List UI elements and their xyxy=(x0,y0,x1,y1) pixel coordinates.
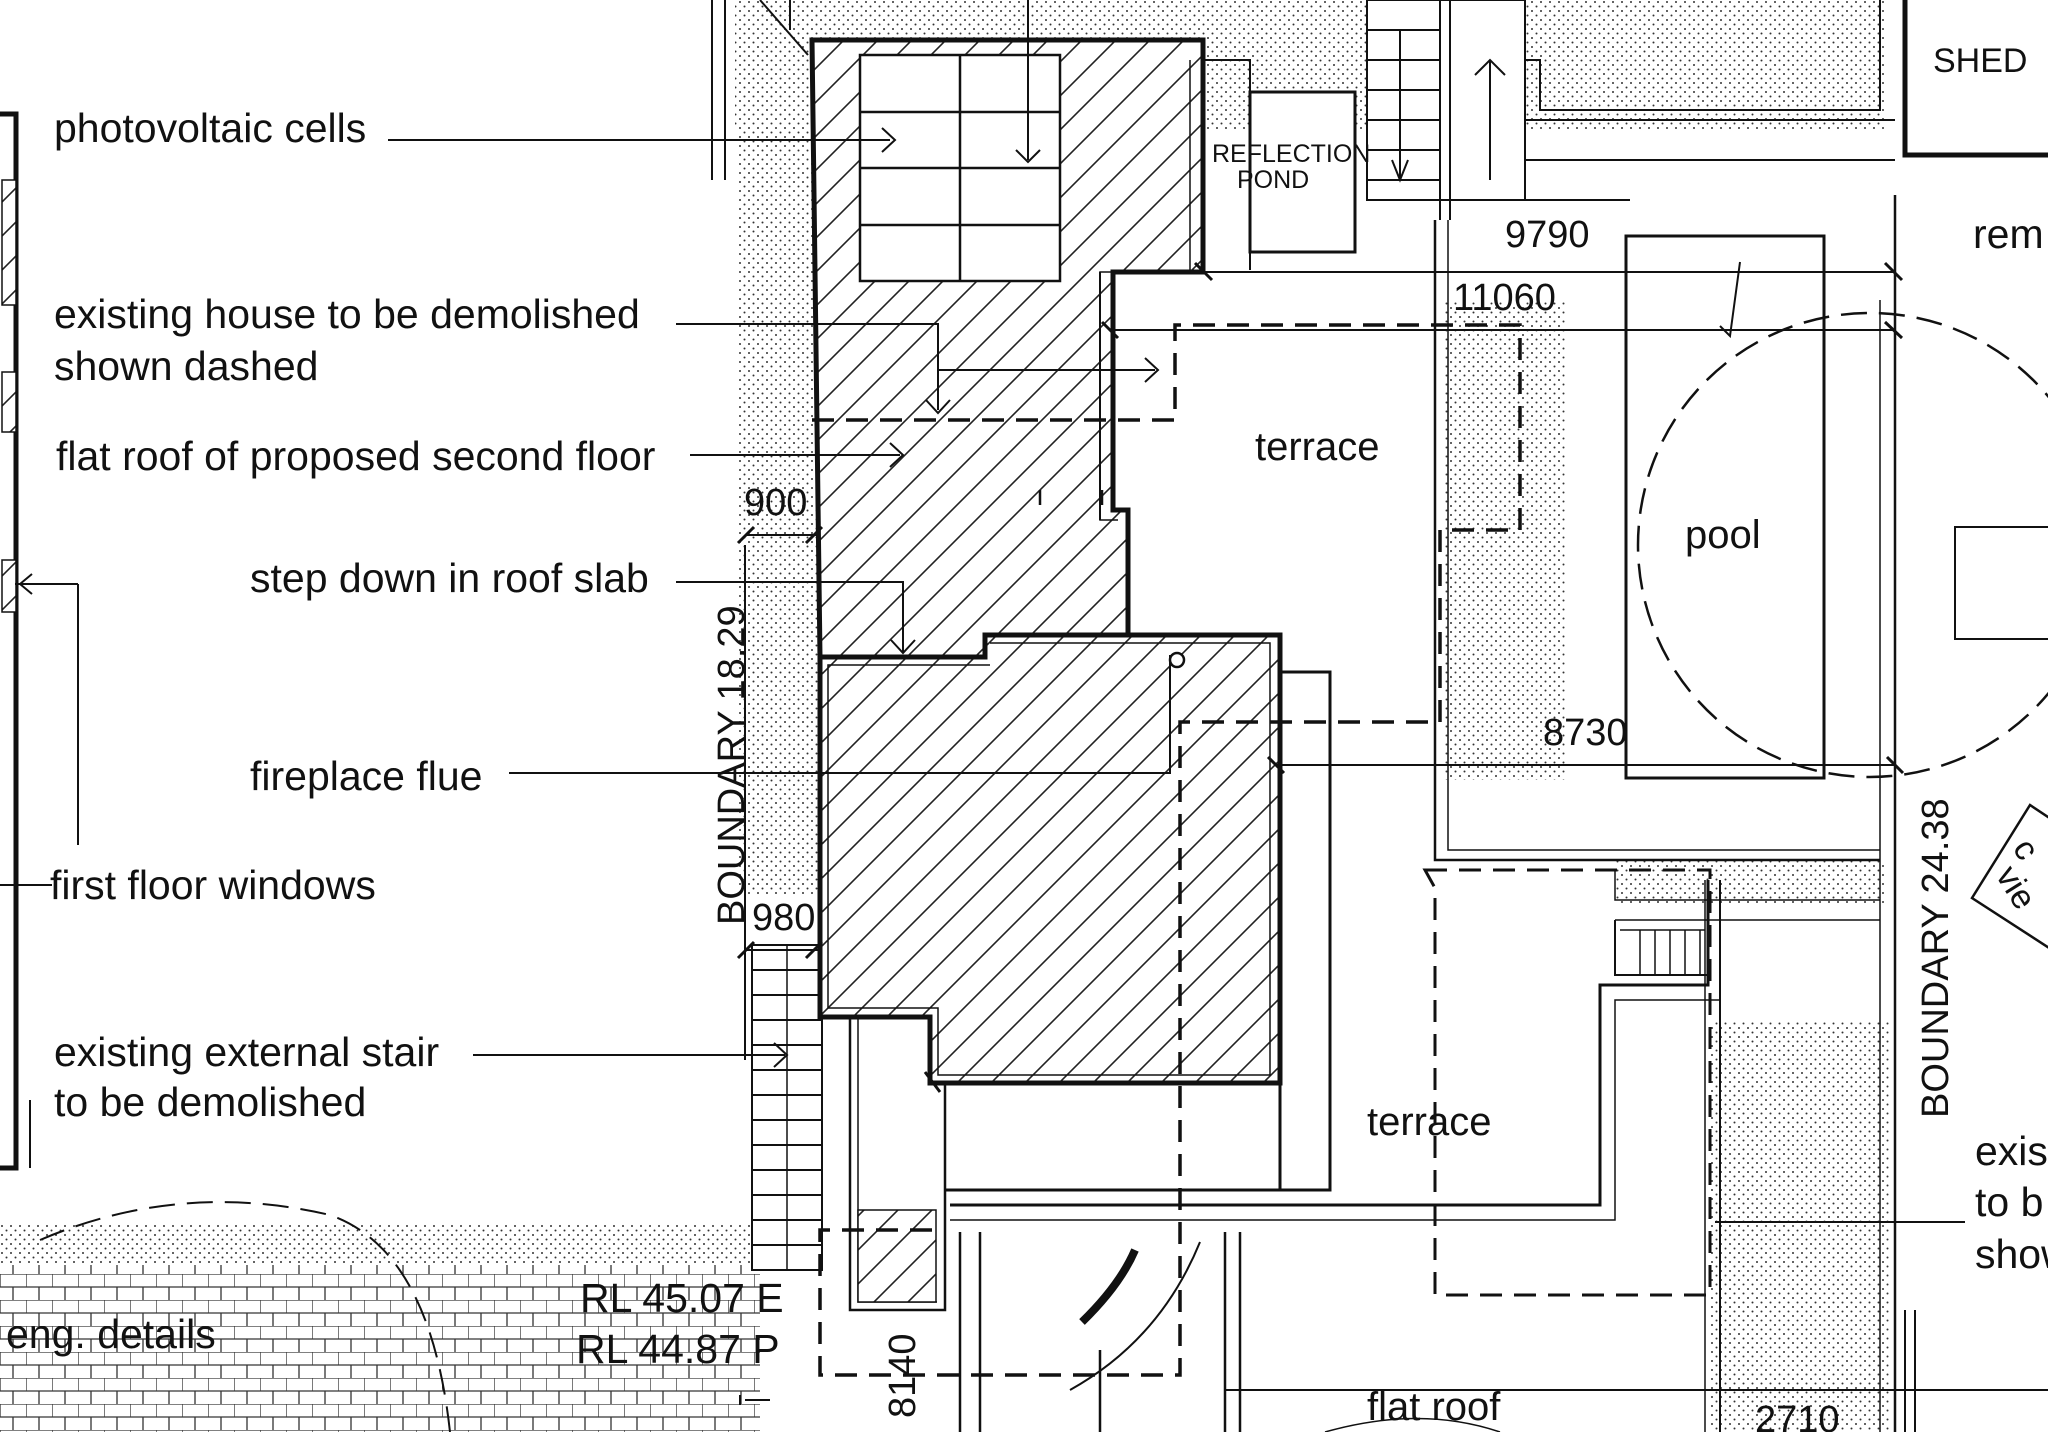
roof-lower xyxy=(817,632,1283,1086)
view-marker xyxy=(1970,803,2048,949)
label-fireplace-flue: fireplace flue xyxy=(250,753,482,799)
pool xyxy=(1624,234,1826,780)
label-right-exis: exis xyxy=(1975,1128,2048,1174)
label-terrace-upper: terrace xyxy=(1255,425,1380,469)
label-right-to-b: to b xyxy=(1975,1179,2043,1225)
right-box xyxy=(1954,526,2048,640)
stipple-mid xyxy=(1445,300,1565,780)
dim-900: 900 xyxy=(744,482,807,524)
stipple-left-strip xyxy=(738,40,818,895)
label-rem: rem xyxy=(1973,211,2044,257)
label-right-show: show xyxy=(1975,1231,2048,1277)
dim-2710: 2710 xyxy=(1755,1399,1840,1432)
label-eng-details: eng. details xyxy=(6,1311,216,1357)
paving-bottom-left xyxy=(0,1265,760,1432)
label-first-floor-windows: first floor windows xyxy=(50,862,376,908)
label-flat-roof-second-floor: flat roof of proposed second floor xyxy=(56,433,655,479)
top-stair xyxy=(1366,0,1895,220)
label-step-down: step down in roof slab xyxy=(250,555,649,601)
flue xyxy=(1168,651,1186,669)
tree-bottom-left xyxy=(39,1201,451,1432)
label-flat-roof: flat roof xyxy=(1367,1385,1501,1429)
reflection-pond xyxy=(1248,90,1357,254)
labels: photovoltaic cells existing house to be … xyxy=(6,42,2048,1432)
label-terrace-lower: terrace xyxy=(1367,1100,1492,1144)
label-existing-house: existing house to be demolished xyxy=(54,291,640,337)
site-lines xyxy=(1433,195,1916,1432)
stipple-areas xyxy=(0,0,1890,1432)
level-existing: RL 45.07 E xyxy=(580,1275,784,1321)
stipple-band xyxy=(1615,860,1885,905)
label-photovoltaic-cells: photovoltaic cells xyxy=(54,105,366,151)
label-external-stair: existing external stair xyxy=(54,1029,439,1075)
shed xyxy=(1902,0,2048,158)
external-stair xyxy=(751,944,823,1271)
level-proposed: RL 44.87 P xyxy=(576,1326,780,1372)
dim-980: 980 xyxy=(752,897,815,939)
dimension-lines xyxy=(711,0,1905,1405)
label-reflection: REFLECTION xyxy=(1212,140,1370,168)
dim-8730: 8730 xyxy=(1543,712,1628,754)
dim-11060: 11060 xyxy=(1453,277,1556,319)
dim-8140: 8140 xyxy=(882,1333,924,1418)
pv-grid xyxy=(858,53,1062,283)
label-shed: SHED xyxy=(1933,42,2027,80)
label-shown-dashed: shown dashed xyxy=(54,343,318,389)
boundary-right: BOUNDARY 24.38 xyxy=(1915,798,1957,1118)
stipple-right xyxy=(1710,1020,1890,1432)
dim-9790: 9790 xyxy=(1505,214,1590,256)
lower-outlines xyxy=(848,670,2048,1432)
label-to-be-demolished: to be demolished xyxy=(54,1079,366,1125)
demolished-outline xyxy=(812,323,1712,1377)
leader-lines xyxy=(0,127,1965,1391)
boundary-left: BOUNDARY 18.29 xyxy=(711,605,753,925)
neighbour-wall xyxy=(0,111,31,1171)
tree-canopy xyxy=(1636,311,2048,779)
label-pond: POND xyxy=(1237,166,1309,194)
label-pool: pool xyxy=(1685,513,1761,557)
